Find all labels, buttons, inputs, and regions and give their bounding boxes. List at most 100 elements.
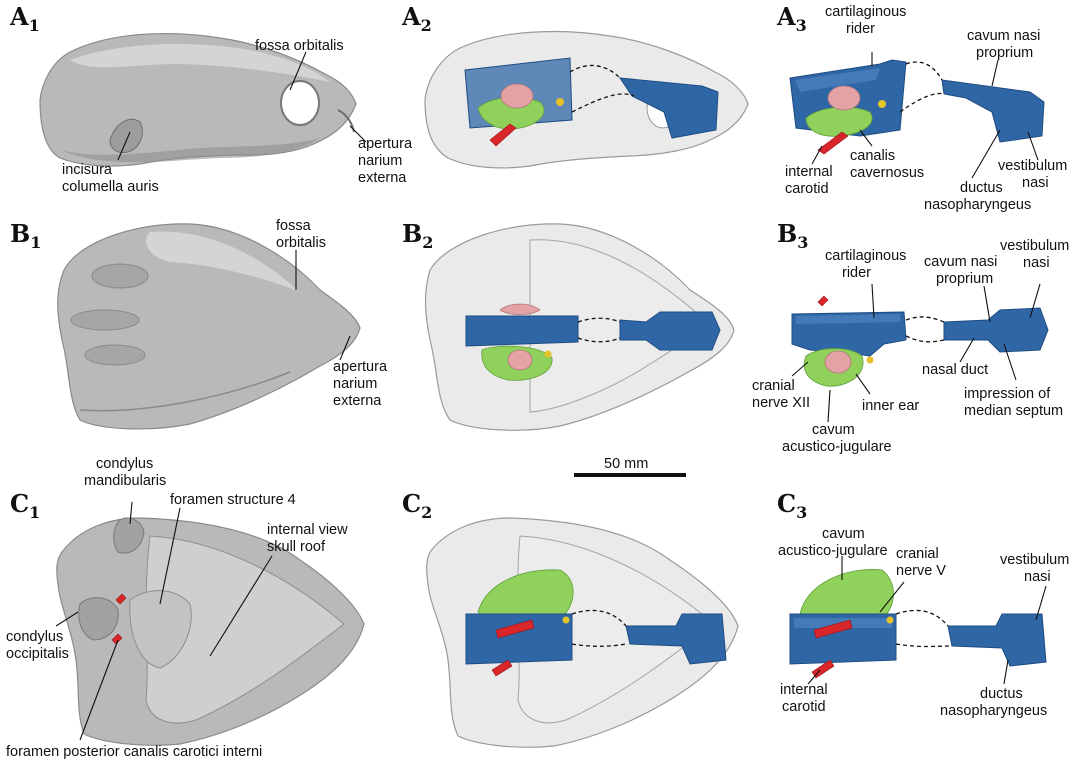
label-inner-ear-b3: inner ear: [862, 398, 919, 414]
panel-c2-transparent-ventral: [427, 518, 738, 747]
label-rider2-a3: rider: [846, 21, 875, 37]
label-vestibulum-c3: vestibulum: [1000, 552, 1069, 568]
label-carotid-c3: carotid: [782, 699, 826, 715]
carotid-b3: [818, 296, 828, 306]
label-proprium-a3: proprium: [976, 45, 1033, 61]
panel-label-c1: C1: [10, 489, 40, 522]
label-rider2-b3: rider: [842, 265, 871, 281]
panel-b3-endocast-dorsal: cartilaginous rider cavum nasi proprium …: [752, 238, 1069, 455]
label-apertura-b1: apertura: [333, 359, 388, 375]
label-nasi-b3: nasi: [1023, 255, 1050, 271]
panel-label-b2: B2: [402, 219, 433, 252]
label-fossa-b1: fossa: [276, 218, 312, 234]
leader-inner-ear-b3: [856, 374, 870, 394]
label-rider-a3: cartilaginous: [825, 4, 906, 20]
cavum-c2: [466, 614, 572, 664]
label-vestibulum-a3: vestibulum: [998, 158, 1067, 174]
label-ductus-a3: ductus: [960, 180, 1003, 196]
panel-b1-skull-dorsal: fossa orbitalis apertura narium externa: [58, 218, 388, 429]
label-rider-b3: cartilaginous: [825, 248, 906, 264]
panel-label-c3: C3: [777, 489, 807, 522]
texture-3-b1: [85, 345, 145, 365]
label-cranial-b3: cranial: [752, 378, 795, 394]
label-ductus-c3: ductus: [980, 686, 1023, 702]
label-impression-b3: impression of: [964, 386, 1051, 402]
nerve-b2: [545, 351, 552, 358]
panel-label-b1: B1: [10, 219, 41, 252]
scale-bar-label: 50 mm: [604, 456, 648, 472]
label-cavum-nasi-b3: cavum nasi: [924, 254, 997, 270]
label-foramen-post-c1: foramen posterior canalis carotici inter…: [6, 744, 262, 760]
label-nerve-xii-b3: nerve XII: [752, 395, 810, 411]
panel-label-c2: C2: [402, 489, 432, 522]
nerve-b3: [867, 357, 874, 364]
leader-nasal-duct-b3: [960, 338, 974, 362]
label-acustico-b3: acustico-jugulare: [782, 439, 892, 455]
leader-ductus-a3: [972, 130, 1000, 178]
panel-a3-endocast-lateral: cartilaginous rider cavum nasi proprium …: [785, 4, 1067, 213]
label-proprium-b3: proprium: [936, 271, 993, 287]
label-median-septum-b3: median septum: [964, 403, 1063, 419]
leader-internal-a3: [812, 146, 822, 164]
panel-label-a3: A3: [776, 2, 807, 35]
panel-c1-skull-ventral: condylus mandibularis foramen structure …: [6, 456, 364, 760]
panel-b2-transparent-dorsal: [426, 224, 735, 430]
label-cavum-acu-c3: cavum: [822, 526, 865, 542]
label-nerve-v-c3: nerve V: [896, 563, 946, 579]
nerve-c2: [563, 617, 570, 624]
label-orbitalis-b1: orbitalis: [276, 235, 326, 251]
panel-a1-skull-lateral: fossa orbitalis incisura columella auris…: [40, 34, 413, 195]
duct-dash-bottom-a3: [900, 94, 944, 112]
nasal-c3: [948, 614, 1046, 666]
label-cranial-c3: cranial: [896, 546, 939, 562]
label-internal-c3: internal: [780, 682, 828, 698]
label-carotid-a3: carotid: [785, 181, 829, 197]
inner-ear-a2: [501, 84, 533, 108]
nerve-a3: [878, 100, 886, 108]
label-nasopharyngeus-c3: nasopharyngeus: [940, 703, 1047, 719]
scale-bar: 50 mm: [574, 456, 686, 477]
nerve-a2: [556, 98, 564, 106]
label-narium-b1: narium: [333, 376, 377, 392]
panel-label-a1: A1: [9, 2, 40, 35]
fossa-orbitalis-a1: [281, 81, 319, 125]
label-condylus-occ-c1: condylus: [6, 629, 63, 645]
duct-dash-top-c3: [896, 610, 948, 626]
texture-1-b1: [92, 264, 148, 288]
label-columella-a1: columella auris: [62, 179, 159, 195]
scale-bar-line: [574, 473, 686, 477]
label-incisura-a1: incisura: [62, 162, 113, 178]
texture-2-b1: [71, 310, 139, 330]
panel-a2-transparent-lateral: [425, 32, 748, 168]
label-cavum-acu-b3: cavum: [812, 422, 855, 438]
label-canalis-a3: canalis: [850, 148, 895, 164]
label-foramen4-c1: foramen structure 4: [170, 492, 296, 508]
label-internal-view-c1: internal view: [267, 522, 348, 538]
leader-ductus-c3: [1004, 660, 1008, 684]
panel-label-b3: B3: [777, 219, 808, 252]
leader-cavum-acu-b3: [828, 390, 830, 422]
label-cavum-nasi-a3: cavum nasi: [967, 28, 1040, 44]
label-nasi-a3: nasi: [1022, 175, 1049, 191]
duct-dash-bottom-b3: [906, 336, 944, 342]
label-apertura-a1: apertura: [358, 136, 413, 152]
cavum-b2: [466, 316, 578, 346]
panel-c3-endocast-ventral: cavum acustico-jugulare cranial nerve V …: [778, 526, 1069, 719]
duct-dash-top-b3: [906, 317, 944, 322]
leader-cavum-nasi-b3: [984, 286, 990, 322]
label-vestibulum-b3: vestibulum: [1000, 238, 1069, 254]
label-mandibularis-c1: mandibularis: [84, 473, 166, 489]
label-externa-a1: externa: [358, 170, 407, 186]
label-acustico-c3: acustico-jugulare: [778, 543, 888, 559]
label-fossa-orbitalis-a1: fossa orbitalis: [255, 38, 344, 54]
label-nasopharyngeus-a3: nasopharyngeus: [924, 197, 1031, 213]
label-externa-b1: externa: [333, 393, 382, 409]
panel-label-a2: A2: [401, 2, 432, 35]
nasal-b3: [944, 308, 1048, 352]
label-skull-roof-c1: skull roof: [267, 539, 326, 555]
label-condylus-mand-c1: condylus: [96, 456, 153, 472]
label-nasal-duct-b3: nasal duct: [922, 362, 988, 378]
leader-cavum-nasi-a3: [992, 60, 998, 86]
inner-ear-b3: [825, 351, 851, 373]
